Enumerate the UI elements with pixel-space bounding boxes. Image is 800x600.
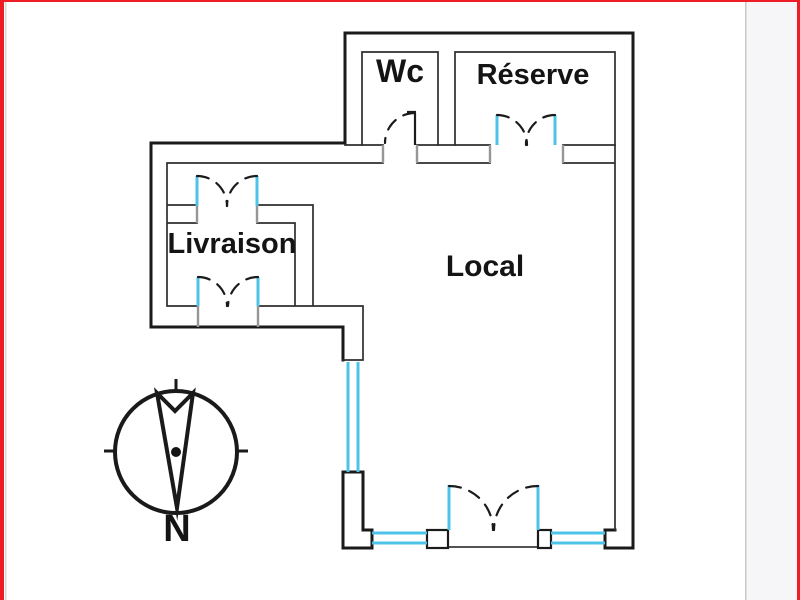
bottom-left-window [372, 531, 427, 545]
room-label-local: Local [446, 250, 524, 283]
room-label-livraison: Livraison [168, 228, 297, 260]
compass-ticks [104, 379, 248, 453]
page-border-right [797, 0, 800, 600]
reserve-room-walls [454, 51, 616, 146]
reserve-door-leaves [495, 115, 557, 145]
entrance-piers [425, 528, 553, 550]
room-label-wc: Wc [376, 53, 424, 89]
panel-divider-line [745, 0, 747, 600]
corner-wall-piece [341, 470, 374, 550]
page-border-top [0, 0, 800, 2]
exterior-walls [149, 31, 635, 550]
door-jamb-returns [195, 145, 565, 327]
page-border-left [0, 0, 4, 600]
compass-rose [104, 379, 248, 521]
interior-walls [166, 51, 616, 531]
door-swing-arcs [195, 111, 557, 532]
left-rule-line [5, 0, 7, 600]
wc-door-leaf [407, 110, 417, 145]
livraison-top-door-leaves [195, 176, 259, 206]
right-margin-panel [746, 0, 798, 600]
left-window [346, 362, 360, 472]
entrance-door-leaves [447, 485, 540, 530]
window-glazing-and-door-leaves [195, 115, 605, 545]
wc-room-walls [361, 51, 439, 146]
compass-north-label: N [163, 508, 190, 550]
room-labels: Wc Réserve Livraison Local N [163, 53, 589, 550]
compass-center-dot [171, 447, 181, 457]
bottom-right-window [551, 531, 605, 545]
livraison-bottom-door-leaves [196, 277, 260, 306]
room-label-reserve: Réserve [477, 59, 590, 91]
